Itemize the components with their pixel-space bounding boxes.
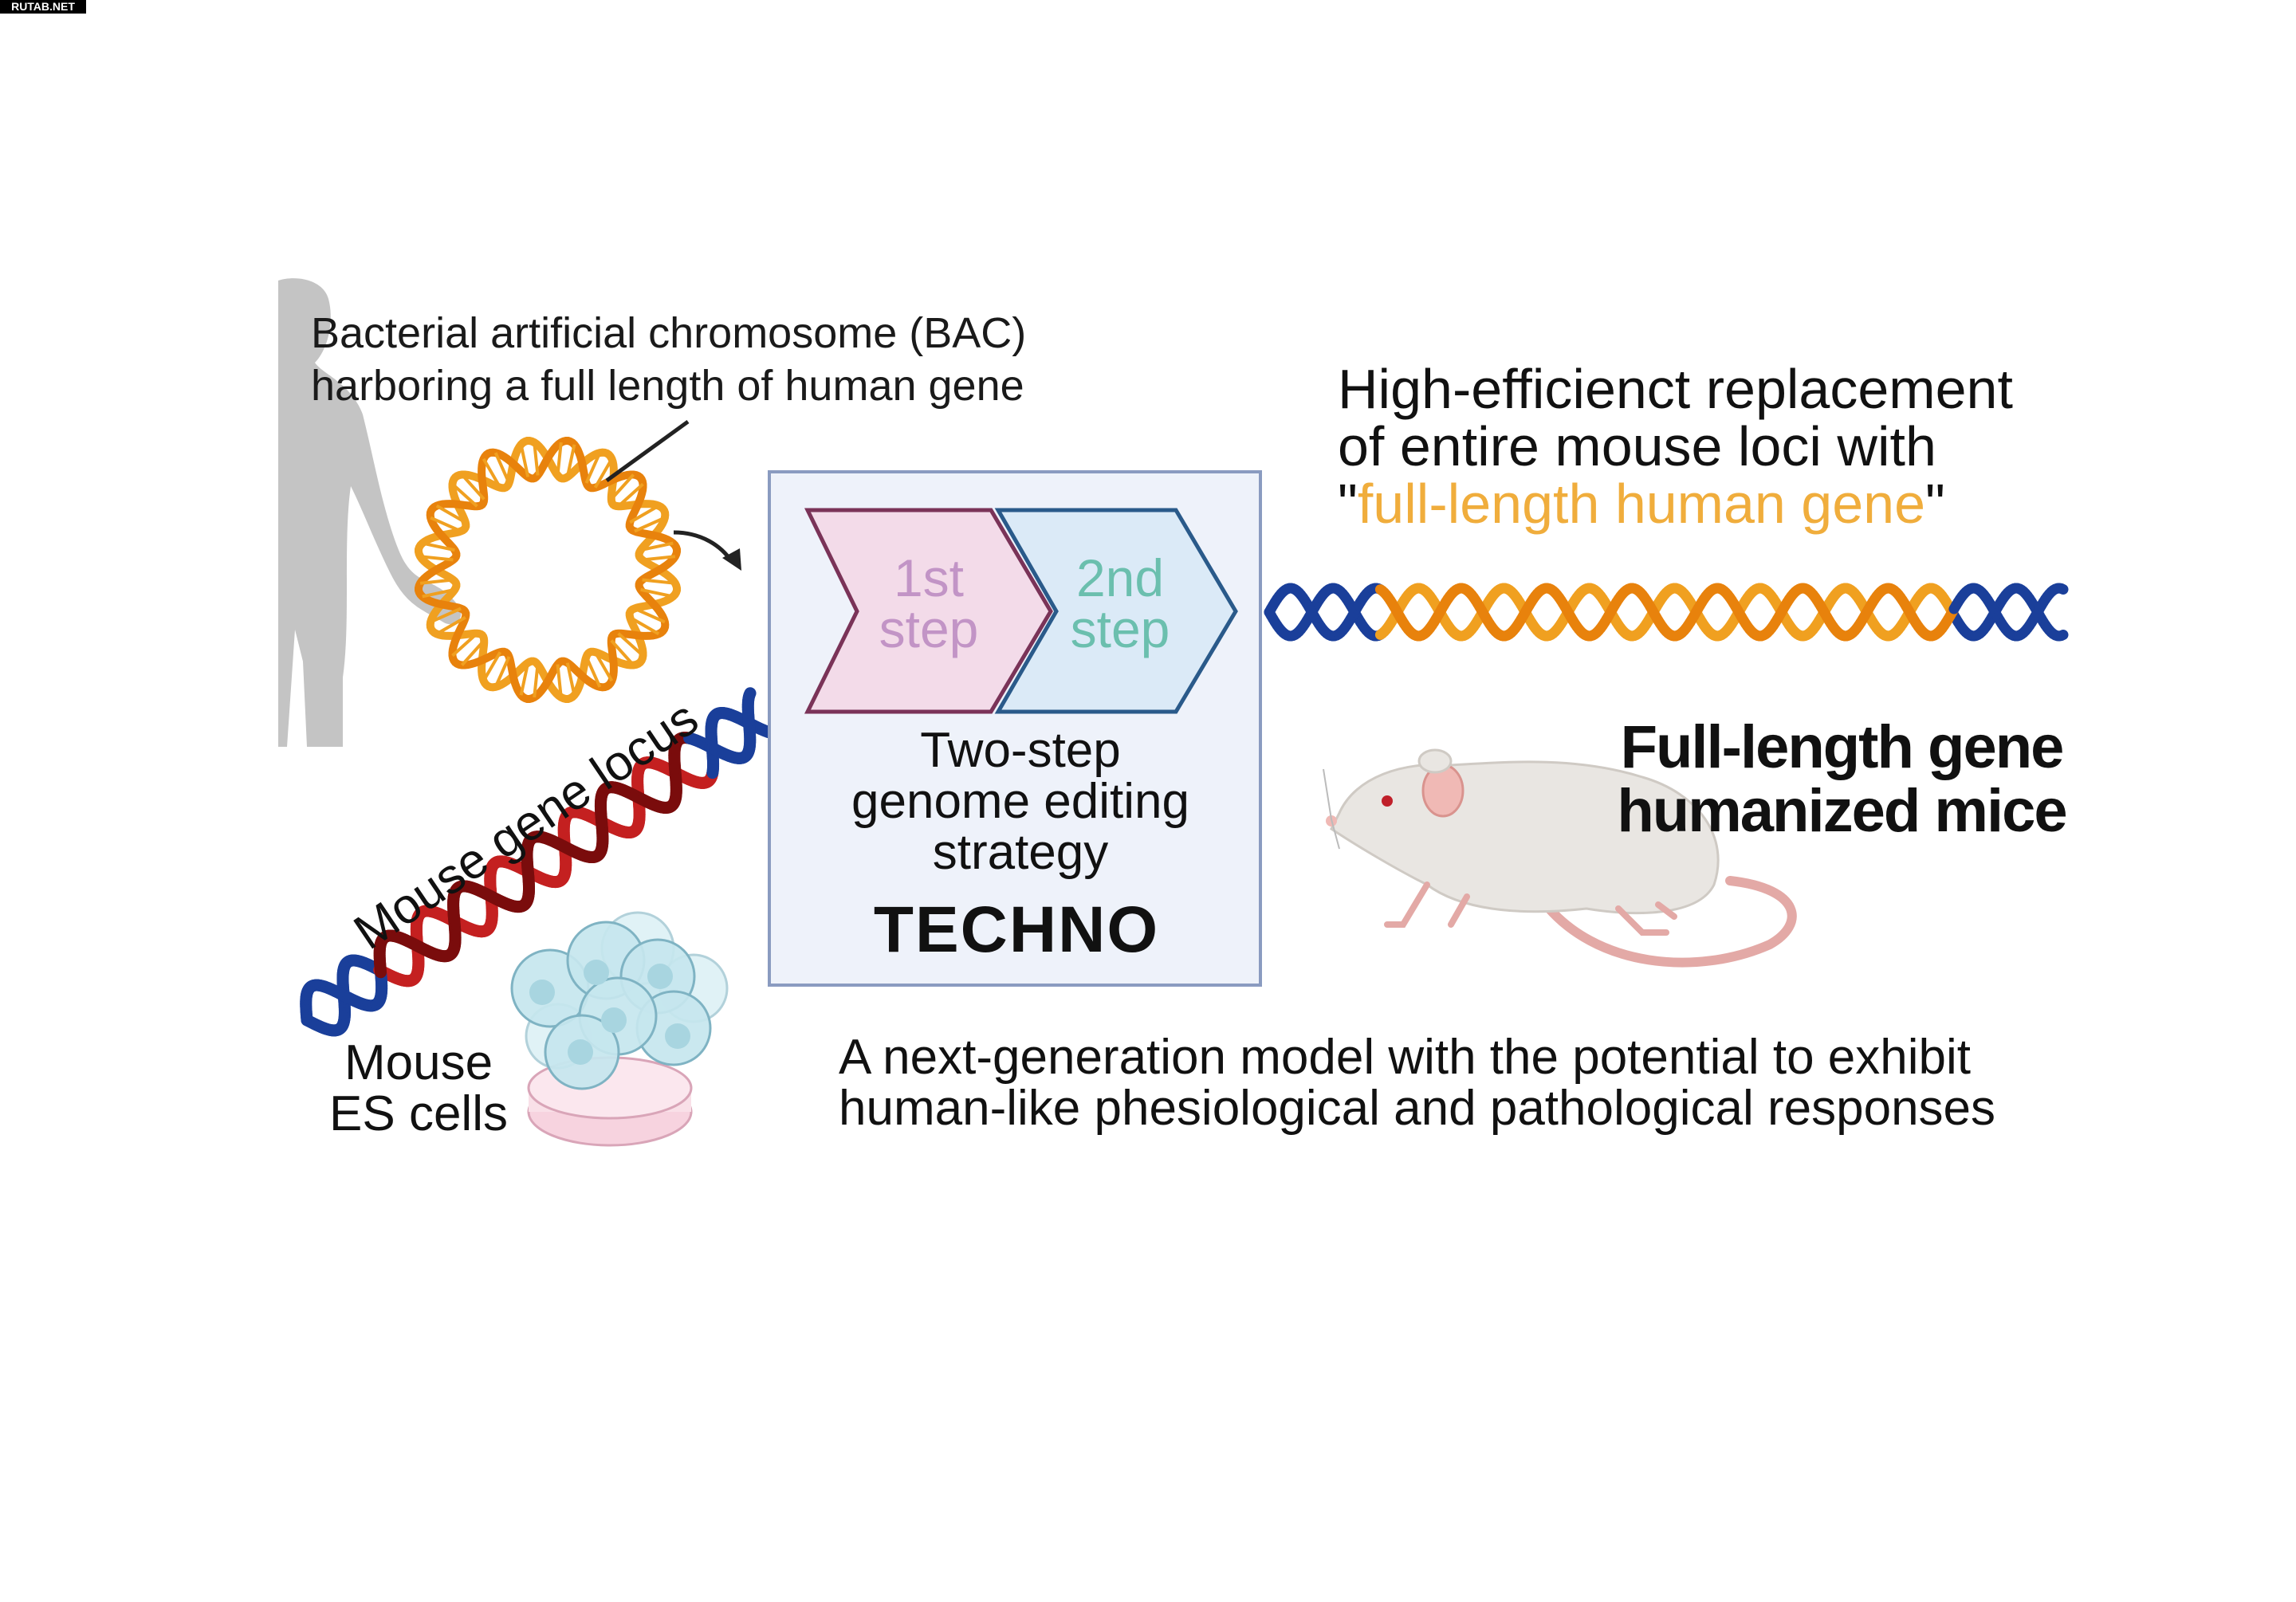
bottom-caption: A next-generation model with the potenti… (839, 1032, 1995, 1134)
replacement-line2: of entire mouse loci with (1338, 415, 1936, 477)
replacement-line3: "full-length human gene" (1338, 475, 2013, 532)
human-silhouette-icon (278, 278, 462, 747)
bottom-caption-line1: A next-generation model with the potenti… (839, 1030, 1972, 1085)
mouse-gene-locus-dna-icon (300, 687, 784, 1037)
replacement-line1: High-efficienct replacement (1338, 358, 2013, 420)
bac-plasmid-icon (415, 437, 681, 703)
mice-label-line1: Full-length gene (1620, 713, 2065, 781)
es-cells-label: Mouse ES cells (329, 1035, 508, 1141)
replacement-heading: High-efficienct replacement of entire mo… (1338, 360, 2013, 532)
bac-pointer-line (605, 419, 690, 483)
mouse-icon (1323, 748, 1797, 968)
techno-title: TECHNO (873, 893, 1160, 966)
bac-label-line2: harboring a full length of human gene (311, 362, 1024, 410)
es-cells-dish-icon (510, 911, 729, 1147)
quote-close: " (1925, 473, 1945, 535)
mice-label-line2: humanized mice (1617, 777, 2067, 845)
step2-label: 2nd step (1070, 548, 1170, 658)
bac-label-line1: Bacterial artificial chromosome (BAC) (311, 309, 1027, 357)
curved-arrow-icon (673, 530, 741, 571)
watermark-badge: RUTAB.NET (0, 0, 86, 14)
bac-label: Bacterial artificial chromosome (BAC) ha… (311, 307, 1026, 412)
humanized-mice-label: Full-length gene humanized mice (1594, 716, 2089, 843)
highlight-full-length-human-gene: full-length human gene (1357, 473, 1926, 535)
quote-open: " (1338, 473, 1358, 535)
humanized-locus-dna-icon (1264, 583, 2069, 642)
strategy-description: Two-step genome editing strategy (851, 723, 1189, 880)
bottom-caption-line2: human-like phesiological and pathologica… (839, 1081, 1996, 1136)
step1-label: 1st step (879, 548, 979, 658)
